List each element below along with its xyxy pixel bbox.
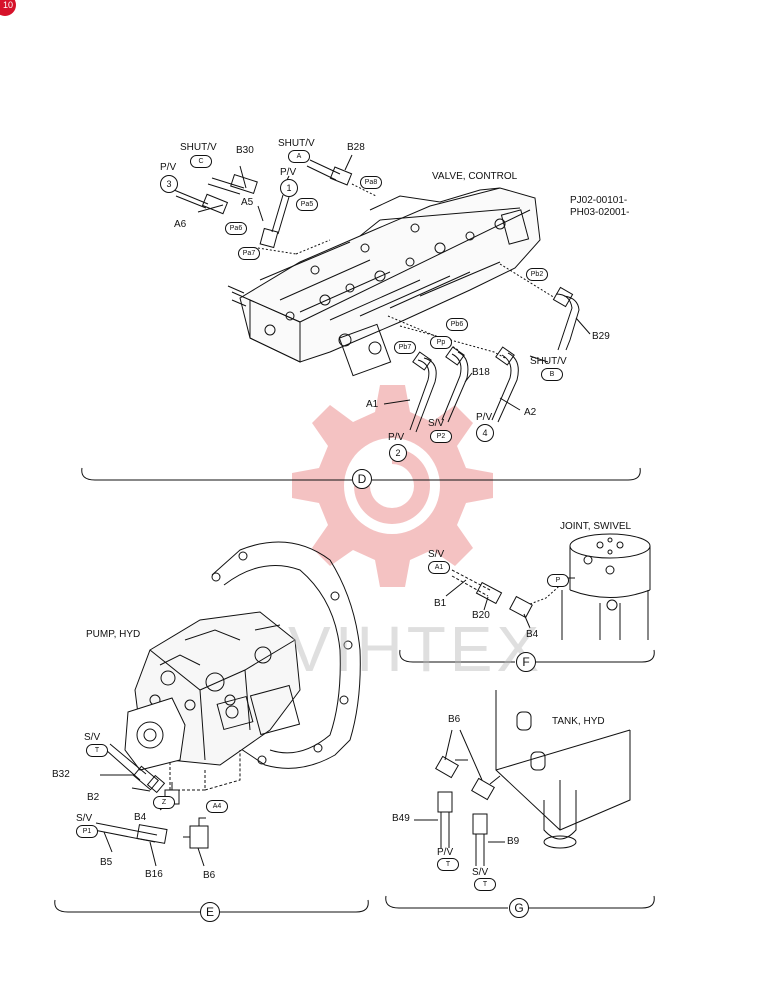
pilot-valve-t-code: T [437,858,459,871]
part-b2: B2 [87,792,100,803]
safety-valve-t-code: T [86,744,108,757]
port-pb2: Pb2 [526,268,548,281]
serial-range-1: PJ02-00101- [570,195,628,206]
section-e-bracket [54,899,369,913]
part-b18: B18 [472,367,490,378]
shut-valve-c-code: C [190,155,212,168]
tank-hyd-title: TANK, HYD [552,716,605,727]
safety-valve-t-tank-code: T [474,878,496,891]
section-d-bracket [81,467,641,481]
watermark-gear-icon [292,385,493,587]
swivel-joint-assembly [445,533,651,640]
port-pp: Pp [430,336,452,349]
pump-hyd-title: PUMP, HYD [86,629,141,640]
port-pa5: Pa5 [296,198,318,211]
part-b29: B29 [592,331,610,342]
shut-valve-a-label: SHUT/V [278,138,315,149]
part-b20: B20 [472,610,490,621]
safety-valve-a1-label: S/V [428,549,445,560]
part-b9: B9 [507,836,520,847]
port-pa6: Pa6 [225,222,247,235]
shut-valve-c-label: SHUT/V [180,142,217,153]
port-z: Z [153,796,175,809]
part-b6-pump: B6 [203,870,216,881]
safety-valve-a1-code: A1 [428,561,450,574]
part-b6-tank: B6 [448,714,461,725]
port-pa4: Pa8 [360,176,382,189]
port-pa7: Pa7 [238,247,260,260]
part-b4-pump: B4 [134,812,147,823]
pilot-valve-1-label: P/V [280,167,297,178]
part-b32: B32 [52,769,70,780]
safety-valve-t-label: S/V [84,732,101,743]
safety-valve-p1-code: P1 [76,825,98,838]
section-marker-f: F [516,652,536,672]
pilot-valve-4-label: P/V [476,412,493,423]
part-a5: A5 [241,197,254,208]
joint-swivel-title: JOINT, SWIVEL [560,521,632,532]
safety-valve-t-tank-label: S/V [472,867,489,878]
pilot-valve-3-label: P/V [160,162,177,173]
part-a6: A6 [174,219,187,230]
page-number-badge: 10 [0,0,16,16]
pilot-valve-3-number: 3 [160,175,178,193]
pilot-valve-t-label: P/V [437,847,454,858]
section-g-bracket [385,895,655,909]
part-b30: B30 [236,145,254,156]
part-b4-swivel: B4 [526,629,539,640]
pilot-valve-1-number: 1 [280,179,298,197]
port-p: P [547,574,569,587]
part-b28: B28 [347,142,365,153]
shut-valve-b-label: SHUT/V [530,356,567,367]
port-a4: A4 [206,800,228,813]
hydraulic-tank-assembly [414,690,631,866]
safety-valve-p2-code: P2 [430,430,452,443]
section-f-bracket [399,649,655,663]
part-b1: B1 [434,598,447,609]
watermark-text: VIHTEX [288,613,544,685]
hydraulic-pump-assembly [124,541,361,791]
section-marker-g: G [509,898,529,918]
part-a1: A1 [366,399,379,410]
shut-valve-a-code: A [288,150,310,163]
safety-valve-p1-label: S/V [76,813,93,824]
safety-valve-p2-label: S/V [428,418,445,429]
port-pb7: Pb7 [394,341,416,354]
shut-valve-b-code: B [541,368,563,381]
section-marker-e: E [200,902,220,922]
control-valve-assembly [227,187,541,377]
pilot-valve-2-number: 2 [389,444,407,462]
pilot-valve-2-label: P/V [388,432,405,443]
port-pb6: Pb6 [446,318,468,331]
part-b5: B5 [100,857,113,868]
section-marker-d: D [352,469,372,489]
pilot-valve-4-number: 4 [476,424,494,442]
part-b16: B16 [145,869,163,880]
serial-range-2: PH03-02001- [570,207,630,218]
valve-control-title: VALVE, CONTROL [432,171,518,182]
part-b49: B49 [392,813,410,824]
part-a2: A2 [524,407,537,418]
